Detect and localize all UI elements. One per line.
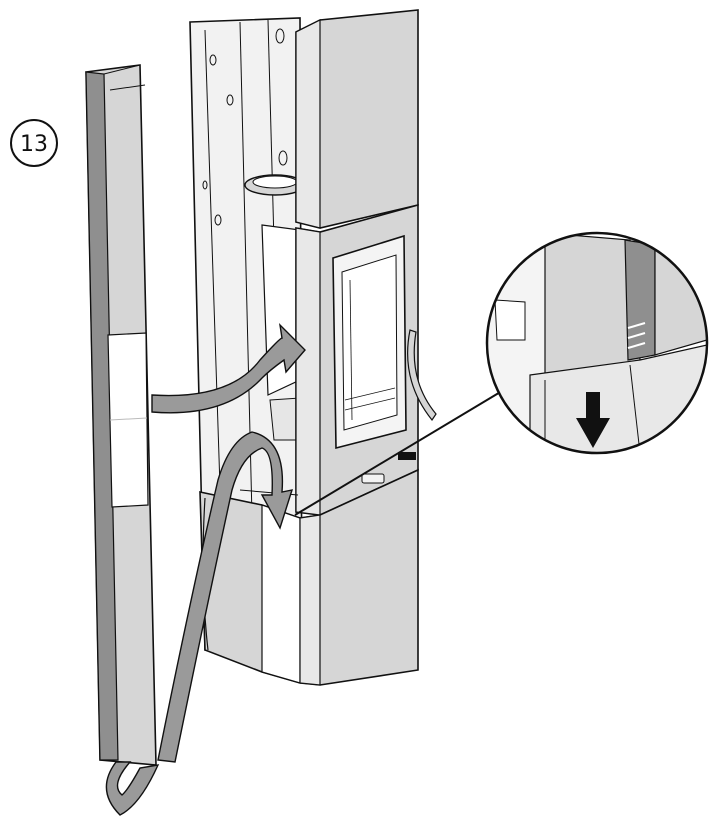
loose-side-panel xyxy=(85,64,157,766)
curved-arrow xyxy=(151,322,306,414)
callout-line xyxy=(294,384,513,516)
firebox-section xyxy=(295,203,437,516)
brand-plate xyxy=(398,452,416,460)
step-number: 13 xyxy=(20,132,48,157)
side-panel-lower xyxy=(199,468,419,686)
magnifier-detail-circle xyxy=(485,231,709,455)
step-number-badge: 13 xyxy=(10,119,58,167)
side-panel-upper xyxy=(295,9,419,229)
down-arrow xyxy=(105,431,294,816)
